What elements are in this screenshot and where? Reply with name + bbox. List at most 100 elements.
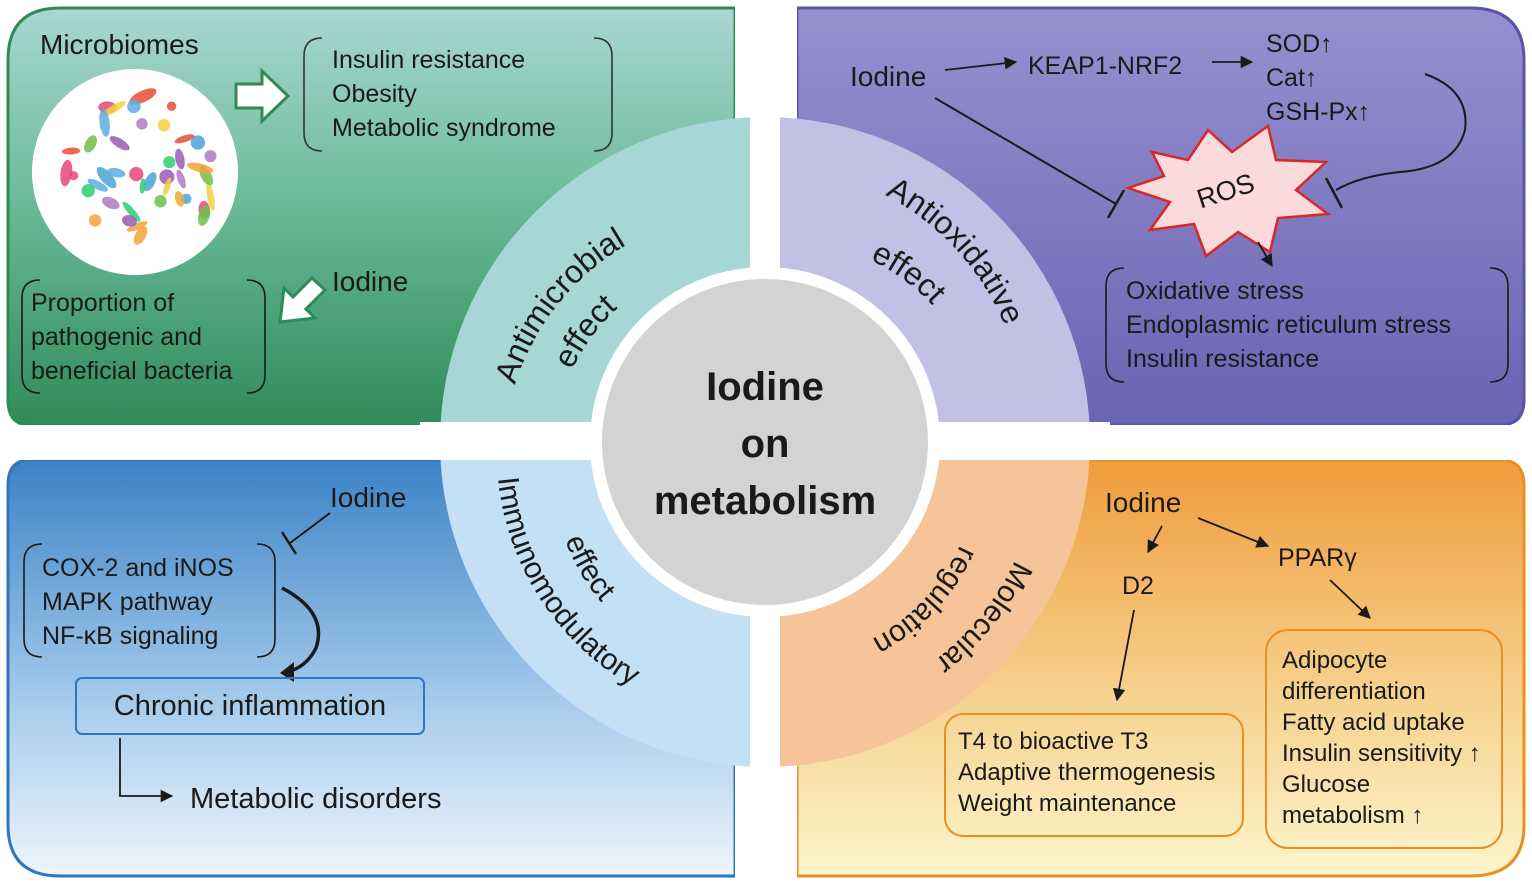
ppar-to-effects-arrow [1329,579,1371,619]
ros-to-outcomes-arrow [1257,241,1273,268]
d2-label: D2 [1122,572,1154,600]
microbe-shape [127,99,141,114]
microbe-shape [109,136,130,151]
microbe-shape [186,162,214,174]
microbe-shape [136,118,148,130]
microbe-shape [166,101,177,111]
hollow-arrow-right-icon [234,67,291,125]
microbe-shape [129,166,144,182]
microbe-shape [163,177,172,196]
ppar-effect-1: Adipocyte [1282,647,1387,674]
center-title-line-1: Iodine [706,365,824,409]
microbe-shape [121,215,137,227]
microbiome-illustration [32,69,238,275]
center-title-line-3: metabolism [654,479,876,523]
immunomodulatory-iodine-label: Iodine [330,482,406,513]
microbe-shape [197,205,211,226]
antimicrobial-outcome-1: Insulin resistance [332,46,525,74]
iodine-to-d2-arrow [1147,525,1163,554]
outcomes-bracket-left [303,37,323,152]
microbe-shape [87,178,108,192]
d2-effect-2: Adaptive thermogenesis [958,759,1215,786]
iodine-inhibit-ros-line [934,97,1117,205]
targets-bracket-right [256,543,276,658]
bacteria-line-2: pathogenic and [31,323,202,351]
bacteria-line-1: Proportion of [31,289,174,317]
microbe-shape [133,226,148,245]
microbe-shape [157,119,171,132]
iodine-to-keap1-arrow [944,57,1018,71]
inflammation-label: Chronic inflammation [114,690,386,722]
outcomes-bracket-right [593,37,613,152]
inflammation-to-disorders-arrow [119,738,174,803]
ros-outcomes-bracket-right [1489,267,1509,383]
bacteria-bracket-left [21,279,41,394]
microbe-shape [174,191,185,207]
antioxidative-iodine-label: Iodine [850,61,926,92]
targets-bracket-left [23,543,43,658]
sod-label: SOD↑ [1266,30,1333,58]
microbe-shape [107,167,126,178]
iodine-to-ppar-arrow [1197,517,1270,548]
inflammation-box [75,677,425,735]
target-2: MAPK pathway [42,588,213,616]
ppar-label: PPARγ [1278,544,1357,572]
ppar-effect-3: Fatty acid uptake [1282,709,1465,736]
microbe-shape [174,134,195,144]
microbe-shape [101,196,120,210]
ppar-effect-6: metabolism ↑ [1282,802,1423,829]
hollow-arrow-down-left-icon [278,275,328,324]
microbe-shape [176,169,186,189]
microbe-shape [204,150,217,163]
microbe-shape [143,172,157,192]
d2-effects-box [944,713,1244,837]
gsh-px-label: GSH-Px↑ [1266,98,1370,126]
ros-outcome-2: Endoplasmic reticulum stress [1126,311,1451,339]
molecular-iodine-label: Iodine [1105,487,1181,518]
antimicrobial-outcome-3: Metabolic syndrome [332,114,556,142]
microbe-shape [122,201,141,222]
microbe-shape [206,182,215,212]
ppar-effects-box [1265,629,1503,849]
target-1: COX-2 and iNOS [42,554,234,582]
ros-outcome-3: Insulin resistance [1126,345,1319,373]
microbe-shape [81,183,95,198]
microbe-shape [96,166,117,189]
ppar-effect-4: Insulin sensitivity ↑ [1282,740,1481,767]
ros-starburst-icon [1124,123,1332,259]
microbe-shape [84,135,97,153]
ros-outcomes-bracket-left [1105,267,1125,383]
bacteria-line-3: beneficial bacteria [31,357,233,385]
d2-effect-1: T4 to bioactive T3 [958,728,1148,755]
microbe-shape [154,195,167,208]
microbe-shape [126,221,148,232]
d2-effect-3: Weight maintenance [958,790,1176,817]
ros-outcome-1: Oxidative stress [1126,277,1304,305]
microbe-shape [88,214,102,227]
d2-to-effects-arrow [1112,609,1135,702]
microbe-shape [99,108,110,137]
center-title-line-2: on [741,422,790,466]
targets-to-inflammation-arrow [281,586,321,674]
antimicrobial-iodine-label: Iodine [332,266,408,297]
ppar-effect-5: Glucose [1282,771,1370,798]
microbiomes-label: Microbiomes [40,29,199,60]
keap1-nrf2-label: KEAP1-NRF2 [1028,52,1182,80]
microbe-shape [60,159,73,187]
disorders-label: Metabolic disorders [190,783,441,815]
cat-label: Cat↑ [1266,64,1317,92]
ppar-effect-2: differentiation [1282,678,1426,705]
enzymes-inhibit-ros-line [1335,73,1467,191]
microbe-shape [61,147,81,155]
antimicrobial-outcome-2: Obesity [332,80,417,108]
center-circle [602,279,928,605]
microbe-shape [175,148,185,170]
microbe-shape [139,178,146,194]
iodine-inhibit-targets-line [289,512,331,544]
bacteria-bracket-right [246,279,266,394]
microbe-shape [163,156,176,169]
microbe-shape [101,101,126,117]
microbe-shape [190,135,206,150]
target-3: NF-κB signaling [42,622,218,650]
